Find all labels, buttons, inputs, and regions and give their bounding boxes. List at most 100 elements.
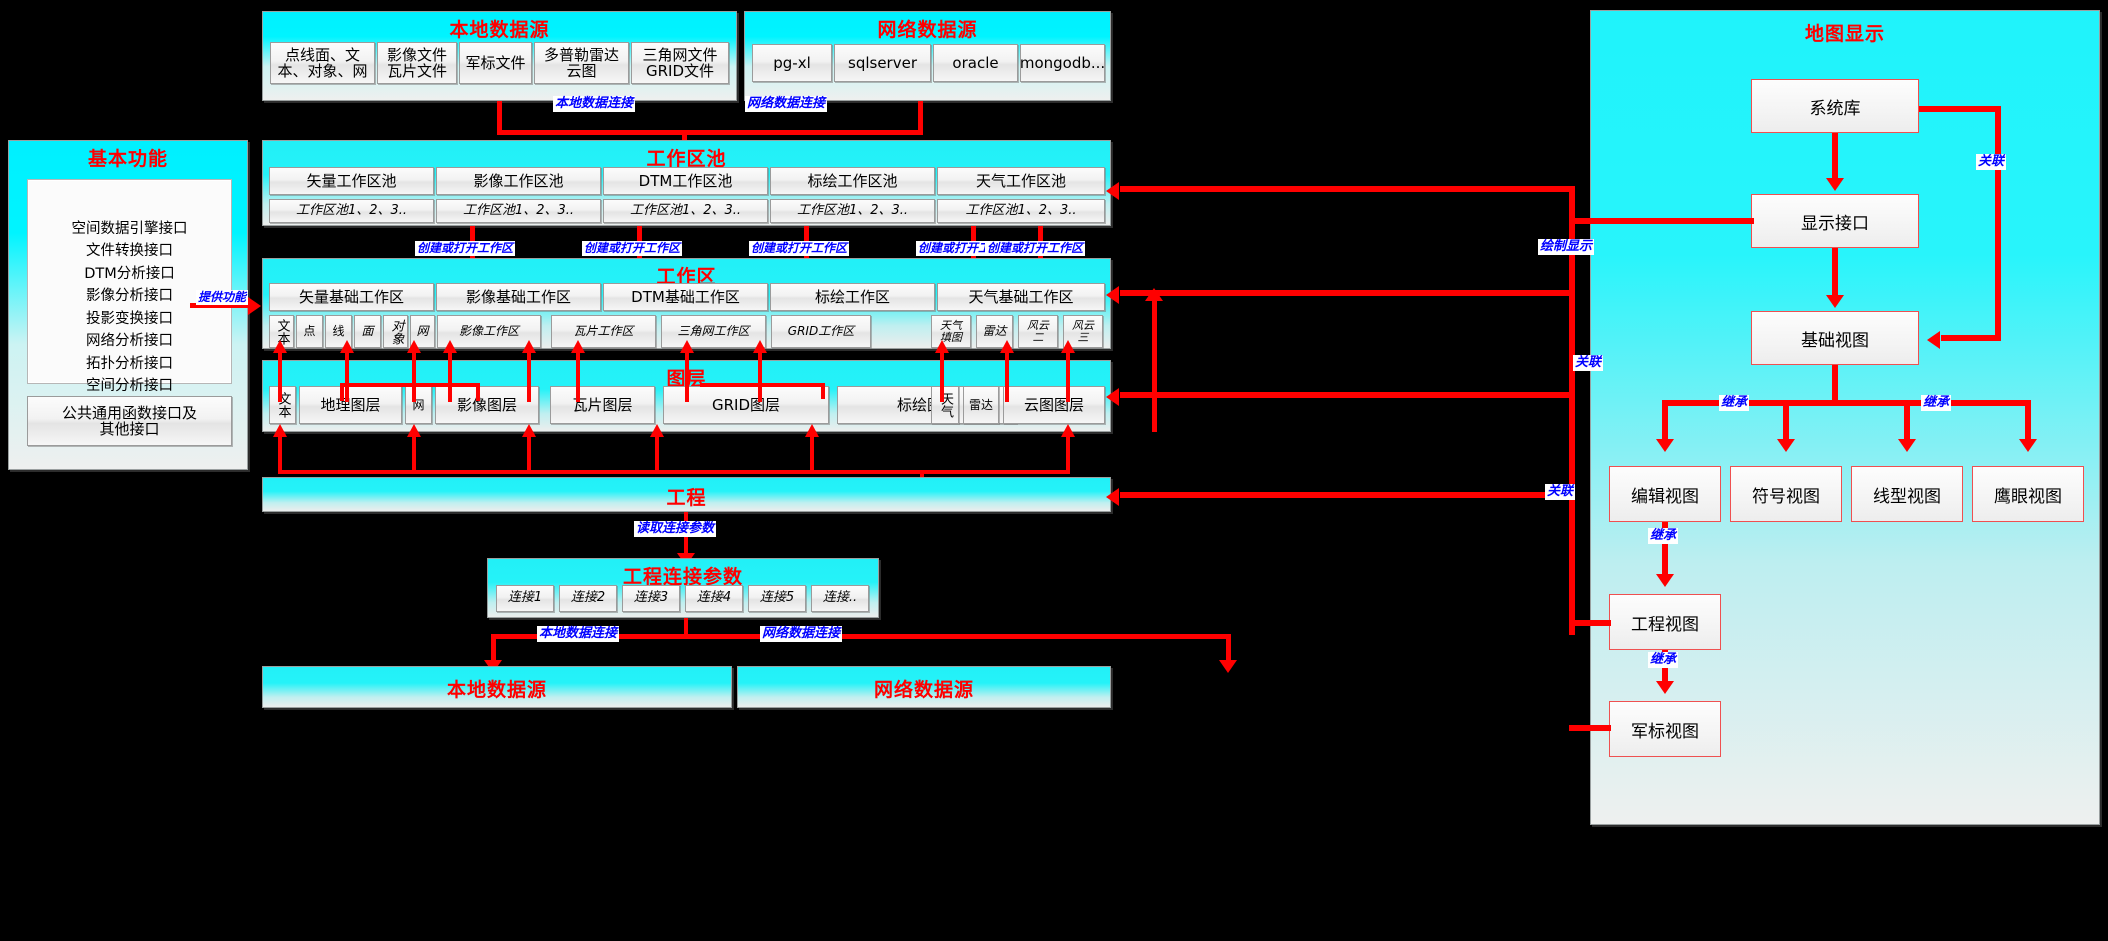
bus-bracket [340, 383, 480, 387]
connector-bottom-stem [684, 618, 688, 638]
node-edit-view[interactable]: 编辑视图 [1609, 466, 1721, 522]
workarea-pool-sub-2-label: 工作区池1、2、3.. [629, 202, 742, 218]
layer-chip-radar[interactable]: 雷达 [963, 386, 999, 424]
local-source-item-3-label: 多普勒雷达 云图 [543, 45, 619, 80]
map-arrow-proj-to-mil [1656, 681, 1674, 694]
conn-item-4[interactable]: 连接5 [748, 585, 806, 612]
node-project-view[interactable]: 工程视图 [1609, 594, 1721, 650]
layer-chip-4[interactable]: 瓦片图层 [550, 386, 655, 424]
arrow-proj-bus-2 [522, 424, 536, 437]
node-base-view[interactable]: 基础视图 [1751, 311, 1919, 365]
layer-chip-3[interactable]: 影像图层 [435, 386, 539, 424]
workarea-chip-4-label: 对象 [388, 318, 404, 345]
workarea-pool-sub-2[interactable]: 工作区池1、2、3.. [603, 199, 768, 223]
workarea-chip-7[interactable]: 瓦片工作区 [551, 315, 656, 348]
workarea-pool-col-3[interactable]: 标绘工作区池 [770, 167, 935, 195]
conn-item-5[interactable]: 连接.. [811, 585, 869, 612]
edge-label-local-conn-top: 本地数据连接 [553, 96, 636, 113]
workarea-chip-11[interactable]: 雷达 [976, 315, 1013, 348]
map-arrow-eagle [2019, 439, 2037, 452]
network-source-item-3-label: mongodb... [1019, 53, 1106, 72]
workarea-pool-sub-1[interactable]: 工作区池1、2、3.. [436, 199, 601, 223]
layer-chip-1[interactable]: 地理图层 [299, 386, 402, 424]
node-linetype-view[interactable]: 线型视图 [1851, 466, 1963, 522]
conn-item-1[interactable]: 连接2 [559, 585, 617, 612]
connector-local-right [497, 130, 686, 135]
workarea-chip-3[interactable]: 面 [354, 315, 381, 348]
draw-display-hline-wa [1120, 290, 1575, 296]
local-source-item-1[interactable]: 影像文件 瓦片文件 [377, 42, 457, 84]
workarea-panel: 工作区 矢量基础工作区 影像基础工作区 DTM基础工作区 标绘工作区 天气基础工… [262, 258, 1111, 349]
layer-chip-0[interactable]: 文本 [269, 386, 296, 424]
network-source-item-2[interactable]: oracle [933, 44, 1018, 82]
layer-chip-2[interactable]: 网 [405, 386, 432, 424]
local-data-source-panel: 本地数据源 点线面、文 本、对象、网 影像文件 瓦片文件 军标文件 多普勒雷达 … [262, 11, 737, 101]
network-source-item-1[interactable]: sqlserver [834, 44, 931, 82]
connector-bottom-right-down [1226, 634, 1231, 664]
arrow-provide-func [248, 297, 261, 315]
workarea-pool-sub-0[interactable]: 工作区池1、2、3.. [269, 199, 434, 223]
workarea-col-1[interactable]: 影像基础工作区 [436, 283, 601, 311]
workarea-col-2-label: DTM基础工作区 [631, 287, 740, 306]
node-symbol-view[interactable]: 符号视图 [1730, 466, 1842, 522]
network-source-item-0[interactable]: pg-xl [752, 44, 832, 82]
arrow-bus-chip-2 [407, 340, 421, 353]
node-display-iface[interactable]: 显示接口 [1751, 194, 1919, 248]
node-milmark-view[interactable]: 军标视图 [1609, 701, 1721, 757]
conn-item-0[interactable]: 连接1 [496, 585, 554, 612]
workarea-col-2[interactable]: DTM基础工作区 [603, 283, 768, 311]
workarea-pool-col-0[interactable]: 矢量工作区池 [269, 167, 434, 195]
node-eagle-view[interactable]: 鹰眼视图 [1972, 466, 2084, 522]
local-source-item-0[interactable]: 点线面、文 本、对象、网 [270, 42, 375, 84]
map-ln-assoc-top [1919, 106, 2001, 112]
bus-chip-5 [758, 350, 762, 402]
local-source-item-2[interactable]: 军标文件 [459, 42, 532, 84]
bus-bracket2-right [821, 383, 825, 399]
arrow-bus-chip-3 [443, 340, 457, 353]
workarea-col-0[interactable]: 矢量基础工作区 [269, 283, 434, 311]
project-panel: 工程 [262, 477, 1111, 512]
map-ln-base-hbar [1662, 400, 2028, 406]
workarea-pool-sub-4[interactable]: 工作区池1、2、3.. [937, 199, 1105, 223]
interface-1: 文件转换接口 [86, 243, 173, 260]
conn-item-2[interactable]: 连接3 [622, 585, 680, 612]
layer-chip-5[interactable]: GRID图层 [663, 386, 829, 424]
assoc-project-stub-2 [1569, 725, 1611, 731]
workarea-chip-9[interactable]: GRID工作区 [771, 315, 871, 348]
arrow-bus-chip-1 [340, 340, 354, 353]
basic-functions-footer-box[interactable]: 公共通用函数接口及 其他接口 [27, 396, 232, 446]
workarea-chip-8[interactable]: 三角网工作区 [661, 315, 766, 348]
local-source-item-3[interactable]: 多普勒雷达 云图 [534, 42, 629, 84]
proj-bus-1 [412, 432, 416, 472]
workarea-chip-12[interactable]: 风云 二 [1018, 315, 1058, 348]
workarea-col-4[interactable]: 天气基础工作区 [937, 283, 1105, 311]
draw-display-vline [1569, 186, 1575, 486]
workarea-pool-col-4[interactable]: 天气工作区池 [937, 167, 1105, 195]
workarea-col-3[interactable]: 标绘工作区 [770, 283, 935, 311]
workarea-chip-10[interactable]: 天气 填图 [931, 315, 971, 348]
project-conn-title: 工程连接参数 [622, 566, 743, 588]
proj-bus-hline [278, 470, 1070, 474]
workarea-chip-1[interactable]: 点 [296, 315, 323, 348]
workarea-chip-13-label: 风云 三 [1072, 318, 1094, 344]
network-source-item-0-label: pg-xl [773, 53, 811, 72]
layer-chip-cloud[interactable]: 云图图层 [1003, 386, 1105, 424]
proj-bus-2 [527, 432, 531, 472]
local-source-item-4[interactable]: 三角网文件 GRID文件 [631, 42, 729, 84]
network-source-item-3[interactable]: mongodb... [1020, 44, 1105, 82]
interface-4: 投影变换接口 [86, 310, 173, 327]
workarea-pool-col-2[interactable]: DTM工作区池 [603, 167, 768, 195]
workarea-chip-13[interactable]: 风云 三 [1063, 315, 1103, 348]
node-system-lib-label: 系统库 [1809, 98, 1861, 119]
conn-item-3[interactable]: 连接4 [685, 585, 743, 612]
arrow-bus-chip-4 [522, 340, 536, 353]
workarea-chip-4[interactable]: 对象 [383, 315, 408, 348]
local-data-source-title: 本地数据源 [449, 19, 550, 41]
bus-chip-8 [576, 350, 580, 402]
layer-chip-weather[interactable]: 天气 [931, 386, 959, 424]
workarea-chip-2[interactable]: 线 [325, 315, 352, 348]
layer-chip-9-label: 云图图层 [1023, 395, 1084, 414]
node-system-lib[interactable]: 系统库 [1751, 79, 1919, 133]
workarea-pool-col-1[interactable]: 影像工作区池 [436, 167, 601, 195]
workarea-pool-sub-3[interactable]: 工作区池1、2、3.. [770, 199, 935, 223]
